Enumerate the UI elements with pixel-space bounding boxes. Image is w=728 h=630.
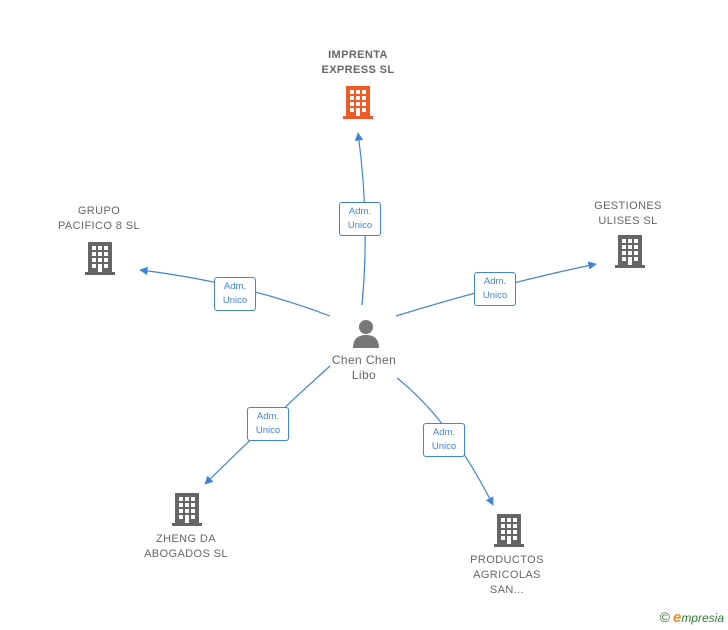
building-icon[interactable] bbox=[342, 84, 374, 120]
company-name-line1: GESTIONES bbox=[594, 200, 662, 212]
role-line2: Unico bbox=[347, 220, 373, 231]
role-line2: Unico bbox=[482, 290, 508, 301]
role-line1: Adm. bbox=[348, 206, 372, 217]
brand-name: mpresia bbox=[681, 611, 724, 625]
person-name-line2: Libo bbox=[351, 368, 377, 382]
role-line1: Adm. bbox=[256, 411, 280, 422]
role-badge-productos[interactable]: Adm. Unico bbox=[423, 423, 465, 457]
company-name-line2: AGRICOLAS bbox=[473, 569, 541, 581]
company-label-zheng[interactable]: ZHENG DA ABOGADOS SL bbox=[130, 532, 242, 562]
footer-brand[interactable]: ©empresia bbox=[660, 609, 724, 626]
role-badge-grupo[interactable]: Adm. Unico bbox=[214, 277, 256, 311]
building-icon[interactable] bbox=[614, 233, 646, 269]
company-name-line1: GRUPO bbox=[77, 205, 121, 217]
company-name-line2: ULISES SL bbox=[598, 215, 658, 227]
company-name-line2: EXPRESS SL bbox=[321, 64, 395, 76]
role-line1: Adm. bbox=[432, 427, 456, 438]
company-label-gestiones[interactable]: GESTIONES ULISES SL bbox=[580, 199, 676, 229]
person-label[interactable]: Chen Chen Libo bbox=[314, 353, 414, 383]
company-name-line1: ZHENG DA bbox=[155, 533, 217, 545]
role-line1: Adm. bbox=[223, 281, 247, 292]
company-label-productos[interactable]: PRODUCTOS AGRICOLAS SAN... bbox=[458, 553, 556, 598]
role-line2: Unico bbox=[431, 441, 457, 452]
role-line1: Adm. bbox=[483, 276, 507, 287]
person-name-line1: Chen Chen bbox=[331, 353, 397, 367]
copyright-icon: © bbox=[659, 609, 670, 625]
brand-initial: e bbox=[672, 609, 682, 626]
role-line2: Unico bbox=[222, 295, 248, 306]
company-name-line2: PACIFICO 8 SL bbox=[57, 220, 141, 232]
company-name-line2: ABOGADOS SL bbox=[144, 548, 228, 560]
building-icon[interactable] bbox=[171, 491, 203, 527]
building-icon[interactable] bbox=[84, 240, 116, 276]
role-badge-imprenta[interactable]: Adm. Unico bbox=[339, 202, 381, 236]
company-name-line1: IMPRENTA bbox=[328, 49, 388, 61]
person-icon[interactable] bbox=[351, 318, 381, 348]
role-badge-zheng[interactable]: Adm. Unico bbox=[247, 407, 289, 441]
role-badge-gestiones[interactable]: Adm. Unico bbox=[474, 272, 516, 306]
company-name-line1: PRODUCTOS bbox=[470, 554, 544, 566]
company-label-imprenta[interactable]: IMPRENTA EXPRESS SL bbox=[300, 48, 416, 78]
building-icon[interactable] bbox=[493, 512, 525, 548]
company-label-grupo[interactable]: GRUPO PACIFICO 8 SL bbox=[46, 204, 152, 234]
role-line2: Unico bbox=[255, 425, 281, 436]
company-name-line3: SAN... bbox=[489, 584, 525, 596]
